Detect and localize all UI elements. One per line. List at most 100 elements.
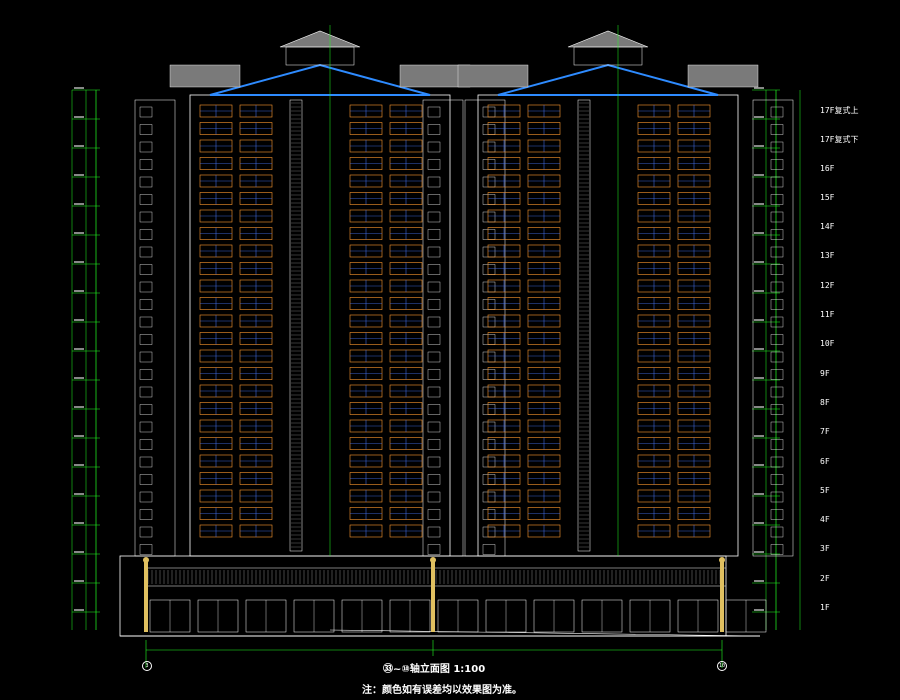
right-dimension-tick-label <box>754 203 764 205</box>
roof-cupola <box>279 30 361 48</box>
wing-window <box>482 106 496 118</box>
wing-window <box>139 351 153 363</box>
stair-shaft <box>289 99 303 552</box>
wing-window <box>427 281 441 293</box>
wing-window <box>770 421 784 433</box>
wing-window <box>482 316 496 328</box>
wing-window <box>482 491 496 503</box>
wing-window <box>427 369 441 380</box>
wing-window <box>139 474 153 485</box>
gable-roof <box>209 63 431 96</box>
left-dimension-tick-label <box>74 232 84 234</box>
side-roof <box>169 64 241 88</box>
floor-label: 17F复式下 <box>820 135 859 145</box>
side-wing <box>134 99 176 557</box>
wing-window <box>482 439 496 450</box>
left-dimension-tick-label <box>74 609 84 611</box>
right-dimension-tick-label <box>754 261 764 263</box>
wing-window <box>427 474 441 485</box>
wing-window <box>770 316 784 328</box>
wing-window <box>482 334 496 345</box>
left-dimension-tick-label <box>74 406 84 408</box>
floor-label: 14F <box>820 222 835 232</box>
wing-window <box>139 124 153 135</box>
floor-label: 3F <box>820 544 830 554</box>
wing-window <box>482 264 496 275</box>
wing-window <box>482 229 496 240</box>
wing-window <box>770 544 784 555</box>
wing-window <box>139 544 153 555</box>
wing-window <box>427 264 441 275</box>
wing-window <box>770 386 784 398</box>
left-dimension-tick-label <box>74 464 84 466</box>
wing-window <box>427 421 441 433</box>
left-dimension-tick-label <box>74 290 84 292</box>
floor-label: 17F复式上 <box>820 106 859 115</box>
wing-window <box>770 124 784 135</box>
wing-window <box>482 404 496 415</box>
wing-window <box>139 159 153 170</box>
wing-window <box>427 509 441 520</box>
wing-window <box>427 176 441 188</box>
floor-label: 1F <box>820 603 830 612</box>
wing-window <box>482 141 496 153</box>
cupola-body <box>285 46 355 66</box>
wing-window <box>770 369 784 380</box>
wing-window <box>139 106 153 118</box>
right-dimension-tick-label <box>754 116 764 118</box>
wing-window <box>139 491 153 503</box>
wing-window <box>770 141 784 153</box>
right-dimension-tick-label <box>754 522 764 524</box>
left-dimension-tick-label <box>74 551 84 553</box>
wing-window <box>482 194 496 205</box>
side-wing <box>464 99 506 557</box>
wing-window <box>770 404 784 415</box>
wing-window <box>770 159 784 170</box>
floor-label: 6F <box>820 456 830 466</box>
wing-window <box>482 421 496 433</box>
roof-cupola <box>567 30 649 48</box>
wing-window <box>427 141 441 153</box>
wing-window <box>427 194 441 205</box>
wing-window <box>139 334 153 345</box>
column-accent <box>720 560 724 632</box>
floor-label: 13F <box>820 251 835 261</box>
wing-window <box>427 456 441 468</box>
floor-label: 10F <box>820 339 835 349</box>
wing-window <box>770 334 784 345</box>
wing-window <box>482 211 496 223</box>
gable-roof <box>497 63 719 96</box>
wing-window <box>427 211 441 223</box>
wing-window <box>139 264 153 275</box>
wing-window <box>427 159 441 170</box>
drawing-title-text: ㉝~⑩轴立面图 <box>383 664 450 675</box>
wing-window <box>427 526 441 538</box>
side-roof <box>687 64 759 88</box>
right-dimension-tick-label <box>754 580 764 582</box>
floor-label: 16F <box>820 163 835 173</box>
wing-window <box>482 159 496 170</box>
wing-window <box>482 386 496 398</box>
wing-window <box>482 124 496 135</box>
floor-label: 5F <box>820 485 830 495</box>
wing-window <box>770 491 784 503</box>
tower-outline <box>189 94 451 557</box>
wing-window <box>427 386 441 398</box>
column-accent <box>431 560 435 632</box>
ground-slope <box>329 629 761 637</box>
right-dimension-tick-label <box>754 551 764 553</box>
wing-window <box>770 526 784 538</box>
wing-window <box>427 351 441 363</box>
left-dimension-tick-label <box>74 319 84 321</box>
floor-label: 11F <box>820 310 835 320</box>
right-dimension-tick-label <box>754 174 764 176</box>
left-dimension-tick-label <box>74 348 84 350</box>
column-cap <box>143 557 149 563</box>
wing-window <box>770 264 784 275</box>
wing-window <box>482 246 496 258</box>
wing-window <box>139 211 153 223</box>
wing-window <box>482 369 496 380</box>
left-dimension-tick-label <box>74 203 84 205</box>
wing-window <box>770 439 784 450</box>
